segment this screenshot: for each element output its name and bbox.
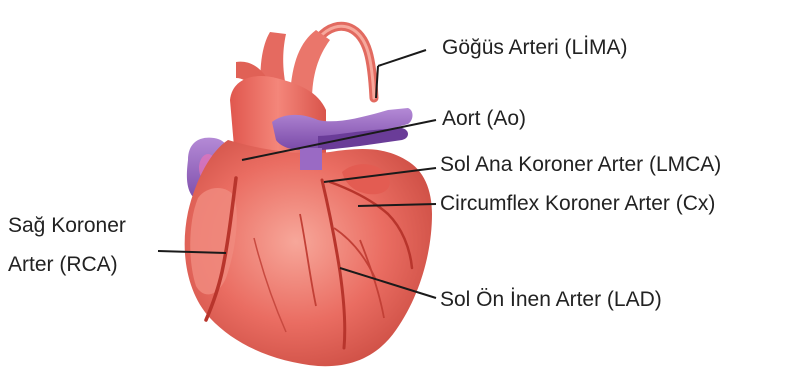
leader-line-lima	[378, 50, 426, 66]
label-rca-line1: Sağ Koroner	[8, 214, 126, 238]
label-lima: Göğüs Arteri (LİMA)	[442, 36, 628, 60]
label-ao: Aort (Ao)	[442, 107, 526, 131]
label-rca-line2: Arter (RCA)	[8, 253, 118, 277]
label-lad: Sol Ön İnen Arter (LAD)	[440, 288, 662, 312]
label-cx: Circumflex Koroner Arter (Cx)	[440, 192, 715, 216]
label-lmca: Sol Ana Koroner Arter (LMCA)	[440, 153, 721, 177]
